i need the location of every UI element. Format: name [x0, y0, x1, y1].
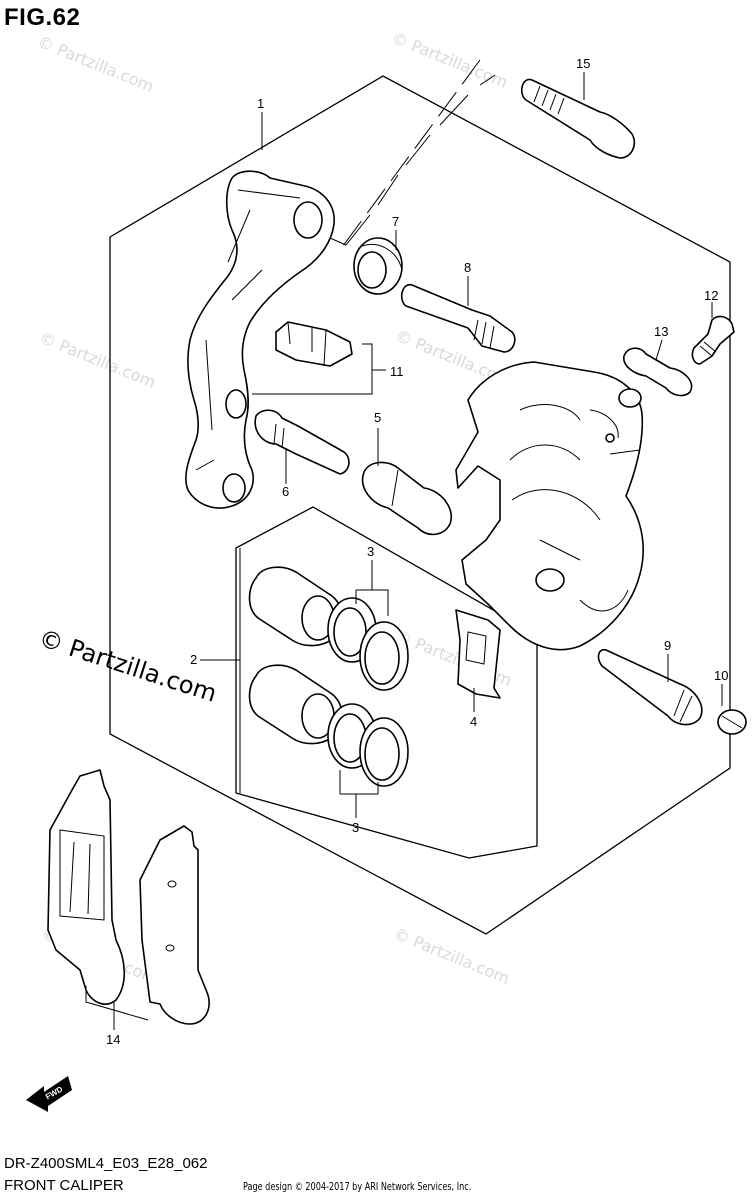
part-label: 8 — [464, 260, 471, 275]
pad-clip-4 — [455, 609, 501, 699]
part-label: 7 — [392, 214, 399, 229]
part-label: 13 — [654, 324, 668, 339]
caliper-bracket — [185, 170, 335, 509]
brake-pad-outer — [47, 769, 126, 1005]
boot-7 — [353, 237, 403, 295]
part-label: 12 — [704, 288, 718, 303]
assembly-frame — [109, 75, 731, 935]
slide-pin-6 — [254, 409, 350, 475]
piston-set-frame — [235, 506, 538, 859]
slide-pin-9 — [597, 648, 703, 726]
bolt-15 — [520, 78, 636, 159]
part-label: 5 — [374, 410, 381, 425]
part-label: 11 — [390, 364, 404, 379]
part-label: 9 — [664, 638, 671, 653]
part-label: 6 — [282, 484, 289, 499]
slide-pin-8 — [400, 283, 516, 353]
boot-5 — [361, 461, 453, 536]
part-label: 15 — [576, 56, 590, 71]
figure-title: FIG.62 — [4, 4, 81, 31]
part-labels: 1 2 3 3 4 5 6 7 8 9 10 11 12 13 14 15 — [106, 56, 728, 1047]
bleeder-cap-13 — [623, 347, 693, 397]
seal-upper-2 — [359, 621, 409, 691]
part-label: 14 — [106, 1032, 120, 1047]
plug-10 — [717, 709, 747, 735]
leader-lines — [85, 72, 723, 1030]
caliper-body — [455, 361, 644, 651]
part-label: 4 — [470, 714, 477, 729]
part-label: 2 — [190, 652, 197, 667]
page-credit: Page design © 2004-2017 by ARI Network S… — [243, 1180, 472, 1193]
brake-pad-inner — [139, 825, 210, 1025]
seal-lower-2 — [359, 717, 409, 787]
part-label: 3 — [352, 820, 359, 835]
part-label: 10 — [714, 668, 728, 683]
figure-name: FRONT CALIPER — [4, 1177, 124, 1194]
piston-lower — [248, 664, 344, 745]
part-label: 1 — [257, 96, 264, 111]
part-label: 3 — [367, 544, 374, 559]
fwd-arrow-icon — [26, 1076, 72, 1112]
bleeder-12 — [691, 315, 735, 365]
model-code: DR-Z400SML4_E03_E28_062 — [4, 1155, 208, 1172]
pad-spring-11 — [275, 321, 353, 367]
bolt-axis-line — [299, 74, 496, 246]
